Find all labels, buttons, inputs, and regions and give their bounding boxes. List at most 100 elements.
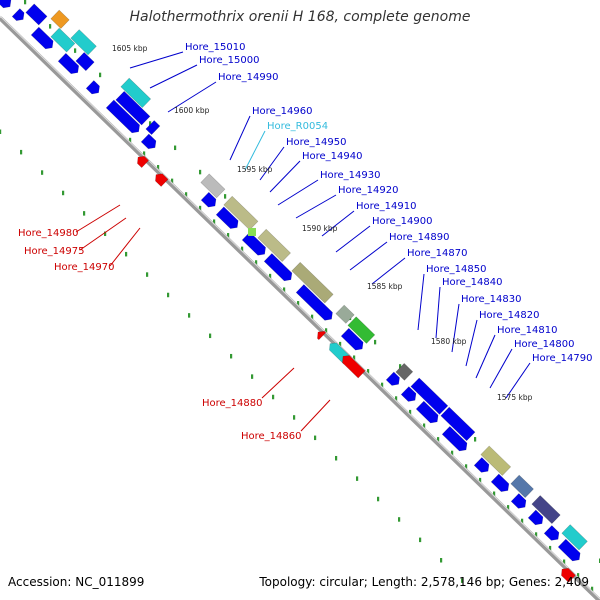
gene-feature: [561, 568, 576, 583]
scale-label: 1605 kbp: [112, 44, 148, 53]
gene-feature: [200, 191, 217, 208]
label-leader: [269, 160, 301, 193]
scale-tick: [440, 558, 443, 563]
gene-feature: [0, 0, 12, 9]
scale-tick: [199, 205, 202, 211]
label-leader: [349, 241, 388, 271]
scale-tick: [314, 435, 317, 441]
gene-feature: [291, 261, 334, 304]
scale-tick: [293, 415, 296, 420]
scale-tick: [49, 24, 52, 29]
scale-tick: [241, 246, 244, 252]
scale-label: 1575 kbp: [497, 393, 533, 402]
gene-label: Hore_14830: [461, 294, 522, 305]
scale-tick: [230, 353, 233, 359]
gene-feature: [410, 377, 449, 415]
gene-feature: [115, 90, 151, 126]
scale-tick: [461, 578, 464, 583]
scale-label: 1580 kbp: [431, 337, 467, 346]
gene-feature: [543, 525, 560, 541]
gene-label: Hore_14975: [24, 246, 85, 257]
scale-tick: [521, 518, 524, 524]
label-leader: [435, 286, 441, 339]
scale-tick: [399, 364, 402, 369]
gene-label: Hore_15010: [185, 42, 246, 53]
gene-feature: [473, 457, 490, 473]
gene-label: Hore_14800: [514, 339, 575, 350]
scale-tick: [188, 313, 191, 318]
scale-tick: [157, 165, 160, 170]
gene-feature: [50, 27, 76, 53]
gene-label: Hore_14870: [407, 248, 468, 259]
label-leaders: [75, 51, 531, 432]
scale-tick: [149, 121, 152, 126]
label-leader: [451, 303, 460, 353]
scale-tick: [255, 260, 258, 265]
scale-tick: [377, 496, 380, 502]
gene-feature: [415, 400, 439, 424]
gene-label: Hore_14890: [389, 232, 450, 243]
gene-feature: [395, 363, 414, 381]
gene-feature: [257, 228, 291, 262]
label-leader: [259, 146, 285, 181]
gene-feature: [263, 253, 293, 282]
scale-tick: [535, 532, 538, 537]
gene-feature: [11, 8, 25, 21]
gene-label: Hore_14810: [497, 325, 558, 336]
scale-tick: [74, 48, 77, 53]
scale-tick: [398, 517, 401, 522]
gene-label: Hore_14920: [338, 185, 399, 196]
scale-tick: [311, 314, 314, 320]
scale-tick: [493, 491, 496, 497]
gene-label: Hore_14910: [356, 201, 417, 212]
scale-label: 1585 kbp: [367, 282, 403, 291]
gene-feature: [557, 538, 581, 562]
scale-tick: [353, 355, 356, 360]
scale-tick: [185, 192, 188, 197]
scale-tick: [125, 251, 128, 257]
scale-tick: [62, 190, 65, 196]
scale-tick: [251, 374, 254, 379]
label-leader: [505, 362, 531, 399]
gene-feature: [241, 231, 266, 256]
scale-tick: [174, 145, 177, 151]
scale-tick: [283, 287, 286, 292]
scale-tick: [419, 537, 422, 543]
gene-label: Hore_R0054: [267, 121, 328, 132]
gene-feature: [385, 371, 400, 386]
gene-feature: [57, 52, 80, 74]
label-leader: [417, 273, 425, 331]
scale-tick: [409, 409, 412, 415]
label-leader: [277, 179, 319, 206]
figure-title: Halothermothrix orenii H 168, complete g…: [129, 9, 471, 25]
label-leader: [489, 348, 513, 389]
gene-feature: [30, 26, 54, 50]
scale-tick: [209, 333, 212, 339]
scale-tick: [339, 341, 342, 347]
gene-feature: [105, 99, 140, 134]
gene-feature: [155, 173, 169, 187]
label-leader: [109, 227, 141, 267]
gene-label: Hore_14900: [372, 216, 433, 227]
gene-feature: [85, 80, 100, 95]
gene-feature: [347, 316, 376, 344]
scale-tick: [99, 72, 102, 78]
gene-feature: [400, 386, 417, 402]
scale-tick: [591, 586, 594, 592]
gene-feature: [215, 206, 239, 229]
gene-label: Hore_14990: [218, 72, 279, 83]
label-leader: [261, 367, 295, 399]
gene-label: Hore_14940: [302, 151, 363, 162]
accession-text: Accession: NC_011899: [8, 575, 145, 589]
gene-feature: [137, 156, 150, 168]
gene-label: Hore_14930: [320, 170, 381, 181]
label-leader: [229, 115, 251, 161]
label-leader: [79, 217, 127, 251]
label-leader: [475, 334, 496, 379]
genome-summary-text: Topology: circular; Length: 2,578,146 bp…: [259, 575, 589, 589]
scale-tick: [227, 233, 230, 238]
gene-feature: [223, 195, 259, 231]
scale-label: 1600 kbp: [174, 106, 210, 115]
scale-tick: [479, 477, 482, 483]
